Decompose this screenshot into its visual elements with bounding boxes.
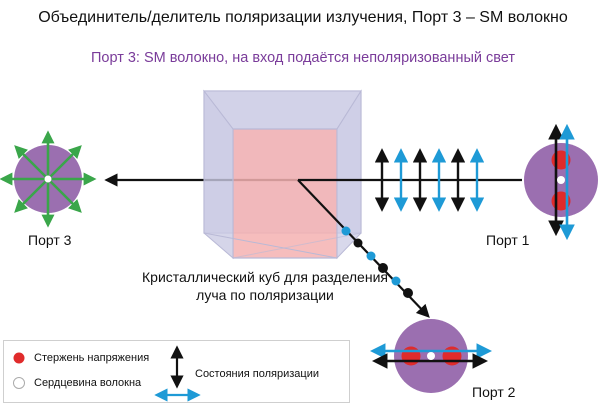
unpolarized-light-arrows [0, 130, 97, 228]
port2-fiber [369, 319, 493, 393]
port3-label: Порт 3 [28, 232, 72, 248]
cube-label: Кристаллический куб для разделения луча … [142, 269, 388, 303]
diagram-title: Объединитель/делитель поляризации излуче… [38, 9, 568, 26]
legend-fiber-core-label: Сердцевина волокна [34, 377, 142, 389]
port1-fiber [524, 123, 598, 241]
port2-label: Порт 2 [472, 384, 516, 400]
beam-splitter-cube-front [203, 89, 362, 260]
legend-polarization-states-label: Состояния поляризации [195, 368, 320, 380]
legend-stress-rod-label: Стержень напряжения [34, 352, 150, 364]
port3-fiber [0, 130, 97, 228]
diagram-subtitle: Порт 3: SM волокно, на вход подаётся неп… [90, 50, 516, 66]
port1-polarization-arrows [374, 148, 485, 212]
port2-polarization-dots [341, 226, 413, 298]
port1-label: Порт 1 [486, 232, 530, 248]
